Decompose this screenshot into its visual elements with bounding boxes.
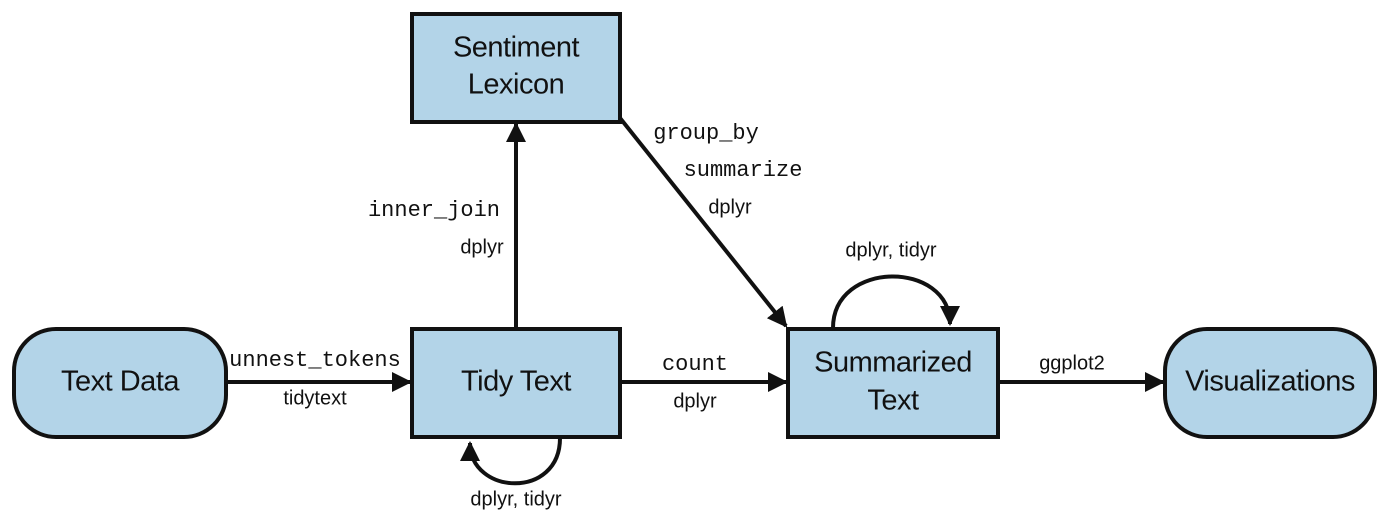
node-summarized-text: Summarized Text [786,327,1000,439]
edge-tidy-self-loop [460,437,562,486]
node-tidy-text: Tidy Text [410,327,622,439]
node-summarized-text-line2: Text [867,385,919,417]
edge-tidy-to-lexicon-package: dplyr [460,236,504,258]
node-sentiment-lexicon-line2: Lexicon [468,69,564,101]
node-sentiment-lexicon-line1: Sentiment [453,32,580,64]
node-sentiment-lexicon: Sentiment Lexicon [410,12,622,124]
edge-text-to-tidy-package: tidytext [283,387,347,409]
edge-lexicon-to-summarized [618,116,788,328]
node-text-data-label: Text Data [61,366,180,398]
edge-summarized-to-viz-package: ggplot2 [1039,352,1105,374]
edge-tidy-to-lexicon-function: inner_join [368,198,500,223]
edge-summarized-self-loop-package: dplyr, tidyr [845,239,936,261]
edge-tidy-to-summarized-package: dplyr [673,390,717,412]
node-summarized-text-line1: Summarized [814,347,972,379]
edge-summarized-self-loop [831,274,960,329]
edge-text-to-tidy-function: unnest_tokens [229,348,401,373]
edge-tidy-self-loop-package: dplyr, tidyr [470,488,561,510]
edge-lexicon-to-summarized-package: dplyr [708,196,752,218]
edge-tidy-to-summarized-function: count [662,352,728,377]
edge-lexicon-to-summarized-function2: summarize [684,158,803,183]
node-visualizations: Visualizations [1163,327,1377,439]
node-text-data: Text Data [12,327,228,439]
edge-lexicon-to-summarized-function1: group_by [653,121,759,146]
node-visualizations-label: Visualizations [1185,366,1355,398]
node-tidy-text-label: Tidy Text [461,366,571,398]
